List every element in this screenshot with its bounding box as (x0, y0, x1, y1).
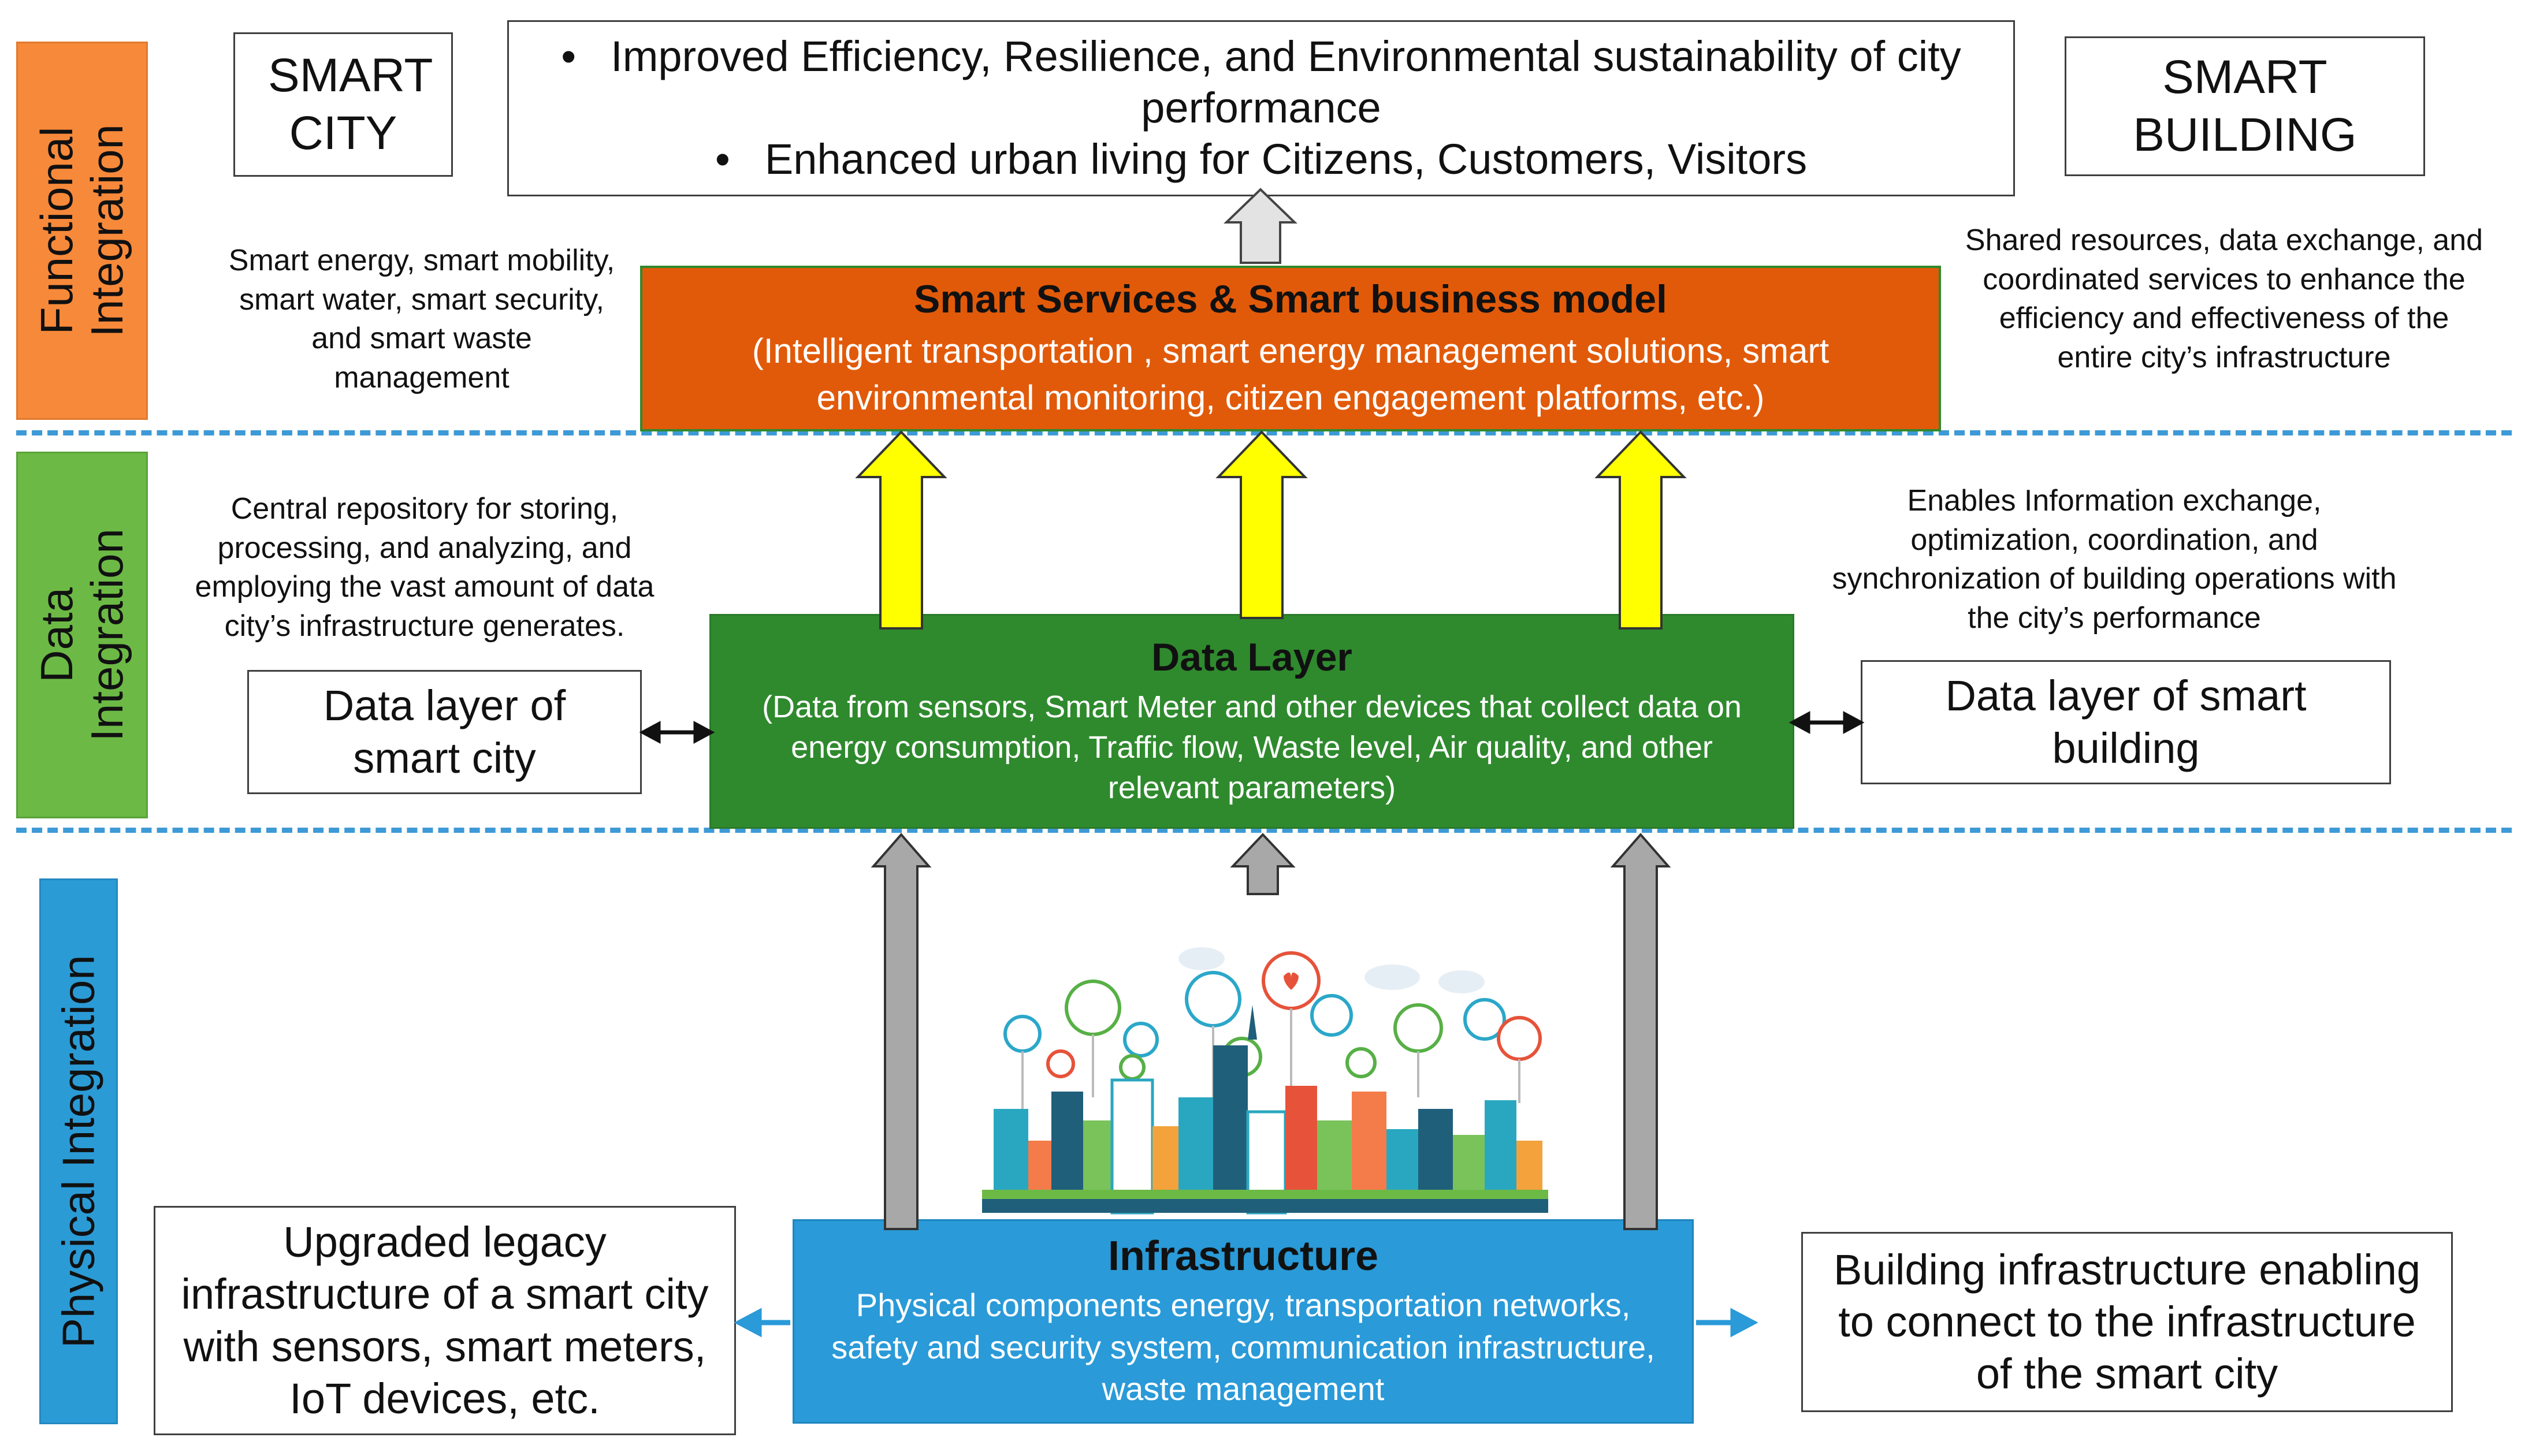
outcomes-box: •Improved Efficiency, Resilience, and En… (507, 20, 2015, 196)
gray-up-arrow-right (1610, 832, 1671, 1230)
smart-building-label-box: SMART BUILDING (2065, 36, 2425, 176)
legacy-infrastructure-box: Upgraded legacy infrastructure of a smar… (154, 1206, 736, 1435)
data-right-note: Enables Information exchange, optimizati… (1832, 484, 2397, 635)
divider-data-physical (16, 828, 2512, 833)
up-arrow-outcomes (1224, 188, 1297, 264)
data-integration-band: Data Integration (16, 452, 148, 818)
gray-up-arrow-center (1230, 833, 1296, 895)
infrastructure-body: Physical components energy, transportati… (831, 1286, 1655, 1407)
functional-integration-band: Functional Integration (16, 42, 148, 420)
infrastructure-title: Infrastructure (1107, 1232, 1379, 1279)
smart-city-skyline-illustration (982, 947, 1548, 1215)
data-layer-body: (Data from sensors, Smart Meter and othe… (762, 689, 1742, 806)
outcome-item-2: • Enhanced urban living for Citizens, Cus… (715, 134, 1807, 185)
blue-side-arrows (734, 1308, 1758, 1338)
gray-up-arrow-left (871, 832, 932, 1230)
gray-up-arrows (871, 832, 1671, 1230)
building-infrastructure-text: Building infrastructure enabling to conn… (1833, 1245, 2421, 1398)
double-headed-arrows (639, 711, 1865, 744)
yellow-up-arrow-right (1594, 430, 1687, 630)
data-layer-box: Data Layer (Data from sensors, Smart Met… (709, 614, 1794, 829)
data-left-note: Central repository for storing, processi… (195, 492, 655, 643)
data-layer-building-box: Data layer of smart building (1861, 660, 2391, 784)
functional-right-note: Shared resources, data exchange, and coo… (1965, 224, 2483, 374)
smart-city-label-box: SMART CITY (233, 32, 453, 177)
outcome-item-1: • Improved Efficiency, Resilience, and En… (532, 31, 1990, 134)
yellow-up-arrows (855, 430, 1687, 630)
outcome-text-2: Enhanced urban living for Citizens, Cust… (764, 135, 1808, 183)
data-layer-title: Data Layer (1151, 635, 1352, 679)
data-layer-city-label: Data layer of smart city (323, 682, 566, 782)
smart-services-box: Smart Services & Smart business model (I… (640, 266, 1941, 431)
smart-services-title: Smart Services & Smart business model (914, 277, 1667, 321)
yellow-up-arrow-center (1215, 430, 1308, 619)
functional-left-note: Smart energy, smart mobility, smart wate… (228, 244, 615, 394)
outcome-text-1: Improved Efficiency, Resilience, and Env… (611, 32, 1961, 132)
infrastructure-box: Infrastructure Physical components energ… (793, 1219, 1694, 1424)
data-layer-building-label: Data layer of smart building (1945, 672, 2307, 772)
legacy-infrastructure-text: Upgraded legacy infrastructure of a smar… (181, 1217, 709, 1423)
yellow-up-arrow-left (855, 430, 947, 630)
physical-integration-band: Physical Integration (39, 878, 118, 1424)
smart-city-label: SMART CITY (268, 49, 433, 159)
bullet-icon: • (715, 135, 730, 183)
building-infrastructure-box: Building infrastructure enabling to conn… (1801, 1232, 2453, 1412)
data-layer-city-box: Data layer of smart city (247, 670, 642, 794)
bullet-icon: • (561, 32, 577, 81)
smart-building-label: SMART BUILDING (2133, 50, 2357, 161)
smart-services-body: (Intelligent transportation , smart ener… (752, 331, 1830, 417)
